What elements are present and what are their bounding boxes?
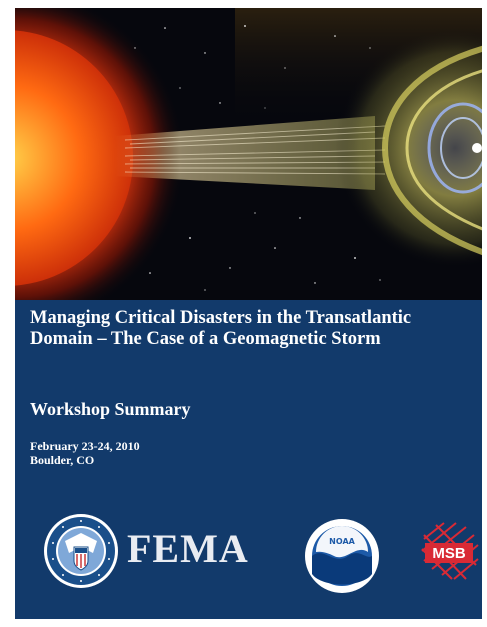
dhs-seal-icon	[44, 514, 118, 588]
workshop-date: February 23-24, 2010	[30, 439, 140, 453]
space-weather-illustration	[15, 8, 482, 300]
fema-logo: FEMA	[127, 526, 249, 571]
cover-page: Managing Critical Disasters in the Trans…	[15, 8, 482, 619]
svg-text:MSB: MSB	[432, 545, 466, 562]
noaa-logo-icon: NOAA	[305, 519, 379, 593]
earth	[472, 143, 482, 153]
magnetosphere	[381, 45, 482, 256]
msb-logo-icon: MSB	[421, 522, 479, 580]
workshop-location: Boulder, CO	[30, 453, 95, 467]
document-title: Managing Critical Disasters in the Trans…	[30, 308, 412, 349]
sponsor-logos: FEMA NOAA MSB	[15, 508, 482, 598]
sun	[15, 30, 133, 286]
svg-text:NOAA: NOAA	[329, 537, 355, 546]
document-subtitle: Workshop Summary	[30, 399, 191, 419]
sun-earth-image	[15, 8, 482, 300]
